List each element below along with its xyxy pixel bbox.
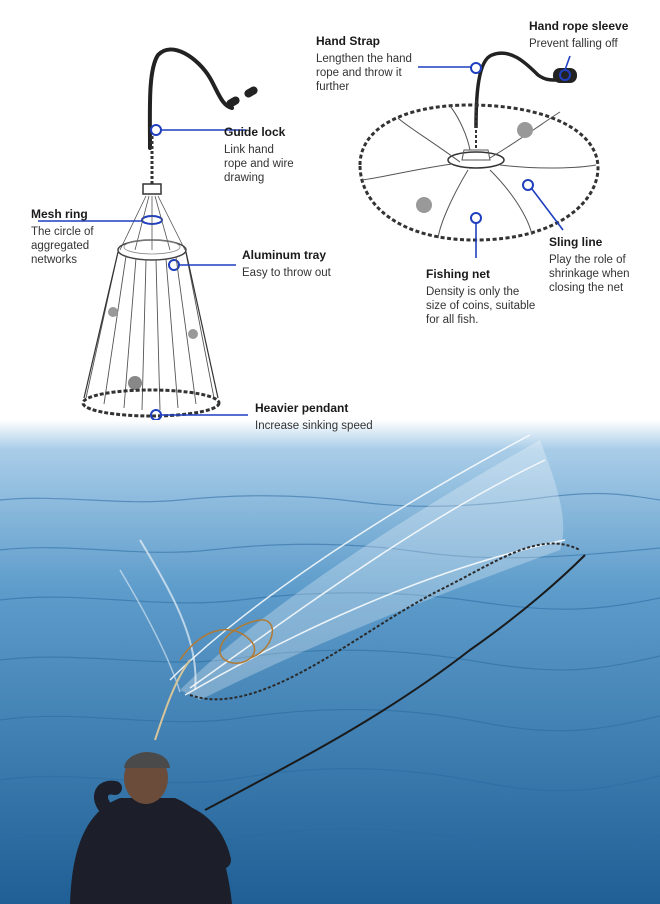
label-aluminum-tray: Aluminum tray Easy to throw out — [242, 248, 331, 280]
open-net-illustration — [358, 51, 600, 242]
hanging-net-illustration — [81, 47, 258, 421]
label-hand-strap: Hand Strap Lengthen the hand rope and th… — [316, 34, 412, 94]
thrown-net — [119, 434, 586, 811]
cast-net-diagram — [0, 0, 660, 440]
hand-rope-sleeve-title: Hand rope sleeve — [529, 19, 629, 33]
sling-line-desc: Play the role of shrinkage when closing … — [549, 254, 630, 294]
mesh-ring-title: Mesh ring — [31, 207, 88, 221]
fishing-net-title: Fishing net — [426, 267, 490, 281]
hand-strap-title: Hand Strap — [316, 34, 381, 48]
fishing-net-desc: Density is only the size of coins, suita… — [426, 286, 536, 326]
guide-lock-desc: Link hand rope and wire drawing — [224, 144, 294, 184]
label-heavier-pendant: Heavier pendant Increase sinking speed — [255, 401, 373, 433]
aluminum-tray-title: Aluminum tray — [242, 248, 327, 262]
leader-hand-rope-sleeve — [564, 55, 571, 71]
fisherman — [70, 752, 232, 904]
fisherman-casting-photo — [0, 420, 660, 904]
label-hand-rope-sleeve: Hand rope sleeve Prevent falling off — [529, 19, 628, 51]
label-fishing-net: Fishing net Density is only the size of … — [426, 267, 535, 327]
guide-lock-title: Guide lock — [224, 125, 286, 139]
label-sling-line: Sling line Play the role of shrinkage wh… — [549, 235, 630, 295]
heavier-pendant-title: Heavier pendant — [255, 401, 349, 415]
sling-line-title: Sling line — [549, 235, 603, 249]
mesh-ring-desc: The circle of aggregated networks — [31, 226, 94, 266]
wave-streaks — [0, 492, 660, 852]
hand-rope-sleeve-desc: Prevent falling off — [529, 38, 618, 50]
hand-strap-desc: Lengthen the hand rope and throw it furt… — [316, 53, 412, 93]
label-guide-lock: Guide lock Link hand rope and wire drawi… — [224, 125, 294, 185]
aluminum-tray-desc: Easy to throw out — [242, 267, 331, 279]
label-mesh-ring: Mesh ring The circle of aggregated netwo… — [31, 207, 94, 267]
heavier-pendant-desc: Increase sinking speed — [255, 420, 373, 432]
leader-sling-line — [531, 188, 564, 231]
callout-lines — [38, 55, 571, 416]
